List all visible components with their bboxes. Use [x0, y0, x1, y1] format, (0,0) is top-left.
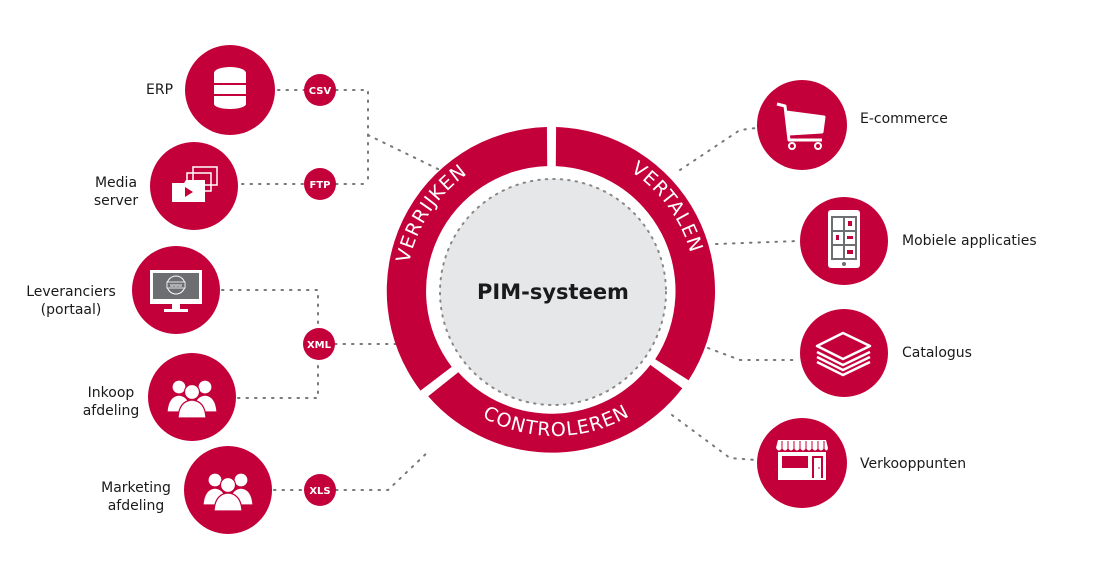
- connector-mobile: [715, 240, 799, 245]
- format-badge-xls: XLS: [304, 474, 336, 506]
- pim-core-title: PIM-systeem: [477, 280, 629, 304]
- output-node-catalogus[interactable]: [800, 309, 888, 397]
- source-node-leveranciers[interactable]: www: [132, 246, 220, 334]
- svg-text:www: www: [170, 283, 182, 289]
- source-label-inkoop: Inkoop afdeling: [82, 385, 140, 419]
- source-node-erp[interactable]: [185, 45, 275, 135]
- format-badge-ftp: FTP: [304, 168, 336, 200]
- connector-erp: [277, 89, 441, 185]
- pim-core[interactable]: [440, 179, 666, 405]
- output-node-verkooppunten[interactable]: [757, 418, 847, 508]
- shopping-cart-icon: [776, 102, 826, 150]
- connector-lines: [221, 89, 799, 491]
- svg-text:CSV: CSV: [309, 86, 332, 97]
- connector-ecommerce: [679, 127, 757, 171]
- source-label-media: Media server: [93, 175, 139, 209]
- storefront-icon: [776, 440, 828, 480]
- layers-catalog-icon: [815, 331, 872, 377]
- output-label-ecommerce: E-commerce: [860, 111, 948, 127]
- output-label-catalogus: Catalogus: [902, 345, 972, 361]
- connector-catalogus: [707, 347, 799, 361]
- source-label-erp: ERP: [146, 82, 174, 98]
- format-badge-xml: XML: [303, 328, 335, 360]
- output-label-verkooppunten: Verkooppunten: [860, 456, 967, 472]
- connector-marketing: [273, 449, 431, 491]
- format-badge-csv: CSV: [304, 74, 336, 106]
- svg-text:XML: XML: [307, 340, 332, 351]
- output-label-mobile: Mobiele applicaties: [902, 233, 1037, 249]
- svg-text:XLS: XLS: [309, 486, 330, 497]
- database-icon: [214, 67, 246, 109]
- connector-verkooppunten: [671, 414, 757, 461]
- pim-core-dotted-border: [439, 178, 667, 406]
- output-node-mobile[interactable]: [800, 197, 888, 285]
- ring-segment-verrijken[interactable]: [386, 127, 548, 391]
- connector-inkoop: [237, 359, 319, 399]
- output-node-ecommerce[interactable]: [757, 80, 847, 170]
- web-monitor-icon: www: [150, 270, 202, 312]
- people-group-icon: [202, 472, 254, 512]
- source-label-leveranciers: Leveranciers (portaal): [26, 284, 116, 318]
- mobile-app-icon: [828, 210, 860, 268]
- media-folder-icon: [172, 166, 218, 202]
- pim-ring: [386, 127, 716, 453]
- ring-segment-controleren[interactable]: [428, 364, 683, 453]
- source-node-media[interactable]: [150, 142, 238, 230]
- people-group-icon: [166, 379, 218, 419]
- source-label-marketing: Marketing afdeling: [101, 480, 171, 514]
- source-node-inkoop[interactable]: [148, 353, 236, 441]
- svg-text:FTP: FTP: [310, 180, 331, 191]
- ring-segment-vertalen[interactable]: [555, 127, 716, 381]
- connector-leveranciers: [221, 289, 319, 329]
- source-node-marketing[interactable]: [184, 446, 272, 534]
